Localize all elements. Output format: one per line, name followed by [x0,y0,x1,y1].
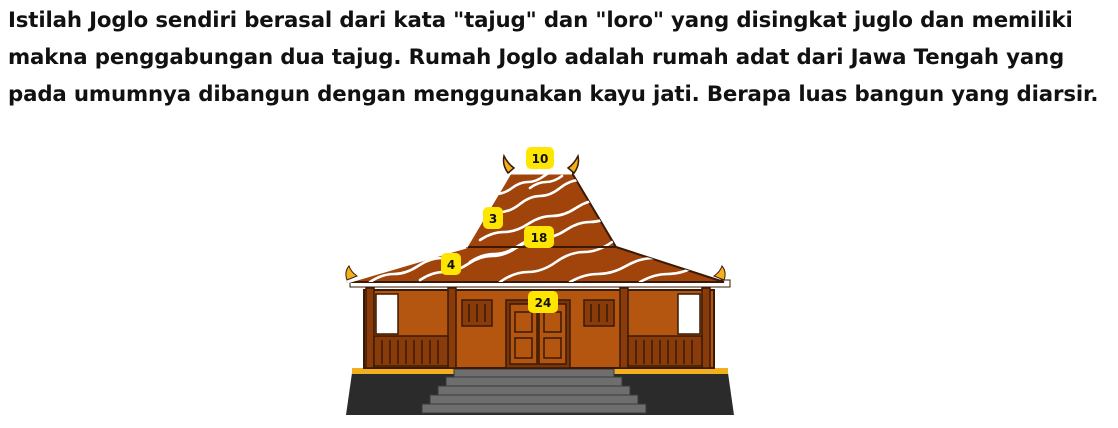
label-top: 10 [526,147,554,169]
question-text: Istilah Joglo sendiri berasal dari kata … [8,2,1113,113]
right-window-opening [677,293,701,335]
question-line-3: pada umumnya dibangun dengan menggunakan… [8,82,1099,107]
svg-text:3: 3 [489,212,497,226]
left-ridge-ornament [502,153,516,175]
label-upper-side: 3 [483,207,503,229]
right-balustrade [627,335,703,367]
svg-text:18: 18 [531,231,548,245]
svg-text:10: 10 [532,152,549,166]
pillars [365,287,711,369]
label-bottom: 24 [528,291,558,313]
question-line-1: Istilah Joglo sendiri berasal dari kata … [8,8,1073,33]
label-middle: 18 [524,226,554,248]
left-eave-ornament [345,264,359,281]
svg-text:4: 4 [447,258,455,272]
right-ridge-ornament [566,153,580,175]
stairs [421,368,647,414]
right-eave-ornament [712,264,726,281]
svg-text:24: 24 [535,296,552,310]
label-lower-side: 4 [441,253,461,275]
vent-windows [461,299,615,327]
left-balustrade [373,335,449,367]
left-window-opening [375,293,399,335]
question-line-2: makna penggabungan dua tajug. Rumah Jogl… [8,45,1065,70]
joglo-house-figure: 10 3 18 4 24 [330,140,750,425]
